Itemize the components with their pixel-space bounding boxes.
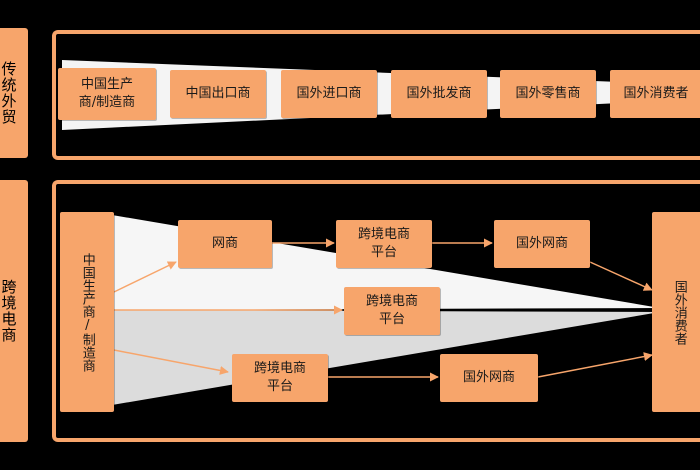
chain-box-importer-text: 国外进口商 [296,86,362,102]
chain-box-wholesaler-text: 国外批发商 [406,86,472,102]
ecom-box-platform-top-text: 跨境电商 平台 [357,227,410,260]
ecom-box-producer-text: 中国生产商/制造商 [79,252,95,372]
ecom-box-platform-middle-text: 跨境电商 平台 [365,294,418,327]
cross-border-ecommerce-panel [52,180,700,442]
ecom-box-platform-top: 跨境电商 平台 [336,220,432,268]
traditional-trade-label-text: 传统外贸 [0,61,18,125]
chain-box-retailer: 国外零售商 [500,70,596,118]
ecom-box-producer: 中国生产商/制造商 [60,212,114,412]
traditional-trade-panel [52,30,700,160]
arrow-foreign-netshop-to-consumer-top [589,261,653,291]
arrow-producer-to-netshop [113,261,177,293]
arrow-producer-to-platform-bottom [113,349,229,375]
cross-border-ecommerce-label-text: 跨境电商 [0,279,18,343]
chain-box-consumer: 国外消费者 [610,70,700,118]
chain-box-producer-text: 中国生产 商/制造商 [78,77,136,110]
ecom-box-netshop: 网商 [178,220,272,268]
ecom-box-platform-middle: 跨境电商 平台 [344,287,440,335]
chain-box-exporter: 中国出口商 [170,70,266,118]
ecom-box-foreign-netshop-bottom: 国外网商 [440,354,538,402]
arrow-foreign-netshop-to-consumer-bottom [537,352,653,378]
chain-box-importer: 国外进口商 [281,70,377,118]
chain-box-producer: 中国生产 商/制造商 [58,68,156,120]
chain-box-consumer-text: 国外消费者 [623,86,689,102]
chain-box-wholesaler: 国外批发商 [391,70,487,118]
ecom-box-consumer-text: 国外消费者 [671,279,687,345]
ecom-box-netshop-text: 网商 [211,236,238,252]
ecom-box-consumer: 国外消费者 [652,212,700,412]
ecom-box-foreign-netshop-top-text: 国外网商 [515,236,568,252]
ecom-box-platform-bottom: 跨境电商 平台 [232,354,328,402]
ecom-box-foreign-netshop-top: 国外网商 [494,220,590,268]
ecom-box-foreign-netshop-bottom-text: 国外网商 [462,370,515,386]
chain-box-exporter-text: 中国出口商 [185,86,251,102]
cross-border-ecommerce-label: 跨境电商 [0,180,28,442]
traditional-trade-label: 传统外贸 [0,28,28,158]
chain-box-retailer-text: 国外零售商 [515,86,581,102]
ecom-box-platform-bottom-text: 跨境电商 平台 [253,361,306,394]
